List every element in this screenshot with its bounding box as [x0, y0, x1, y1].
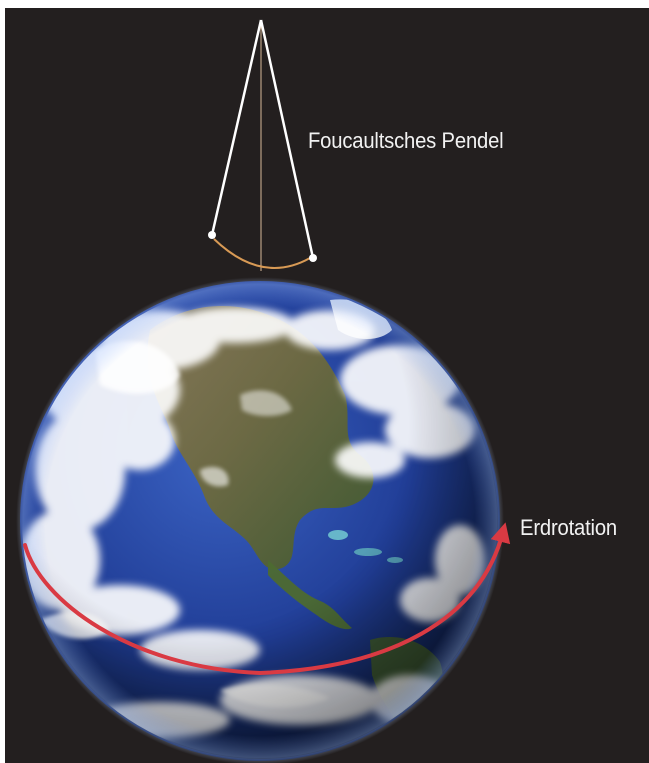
pendulum-string-left	[210, 19, 263, 236]
diagram-panel: Foucaultsches Pendel Erdrotation	[5, 8, 649, 763]
pendulum-swing-arc	[213, 238, 311, 269]
diagram-canvas	[16, 19, 511, 763]
rotation-label: Erdrotation	[520, 515, 617, 540]
pendulum-string-right	[259, 19, 315, 259]
rotation-arrow-icon	[23, 522, 511, 676]
pendulum-icon	[208, 19, 317, 271]
pendulum-bob-left	[208, 231, 216, 239]
pendulum-label: Foucaultsches Pendel	[308, 128, 504, 153]
pendulum-bob-right	[309, 254, 317, 262]
earth-globe-icon	[16, 277, 504, 763]
